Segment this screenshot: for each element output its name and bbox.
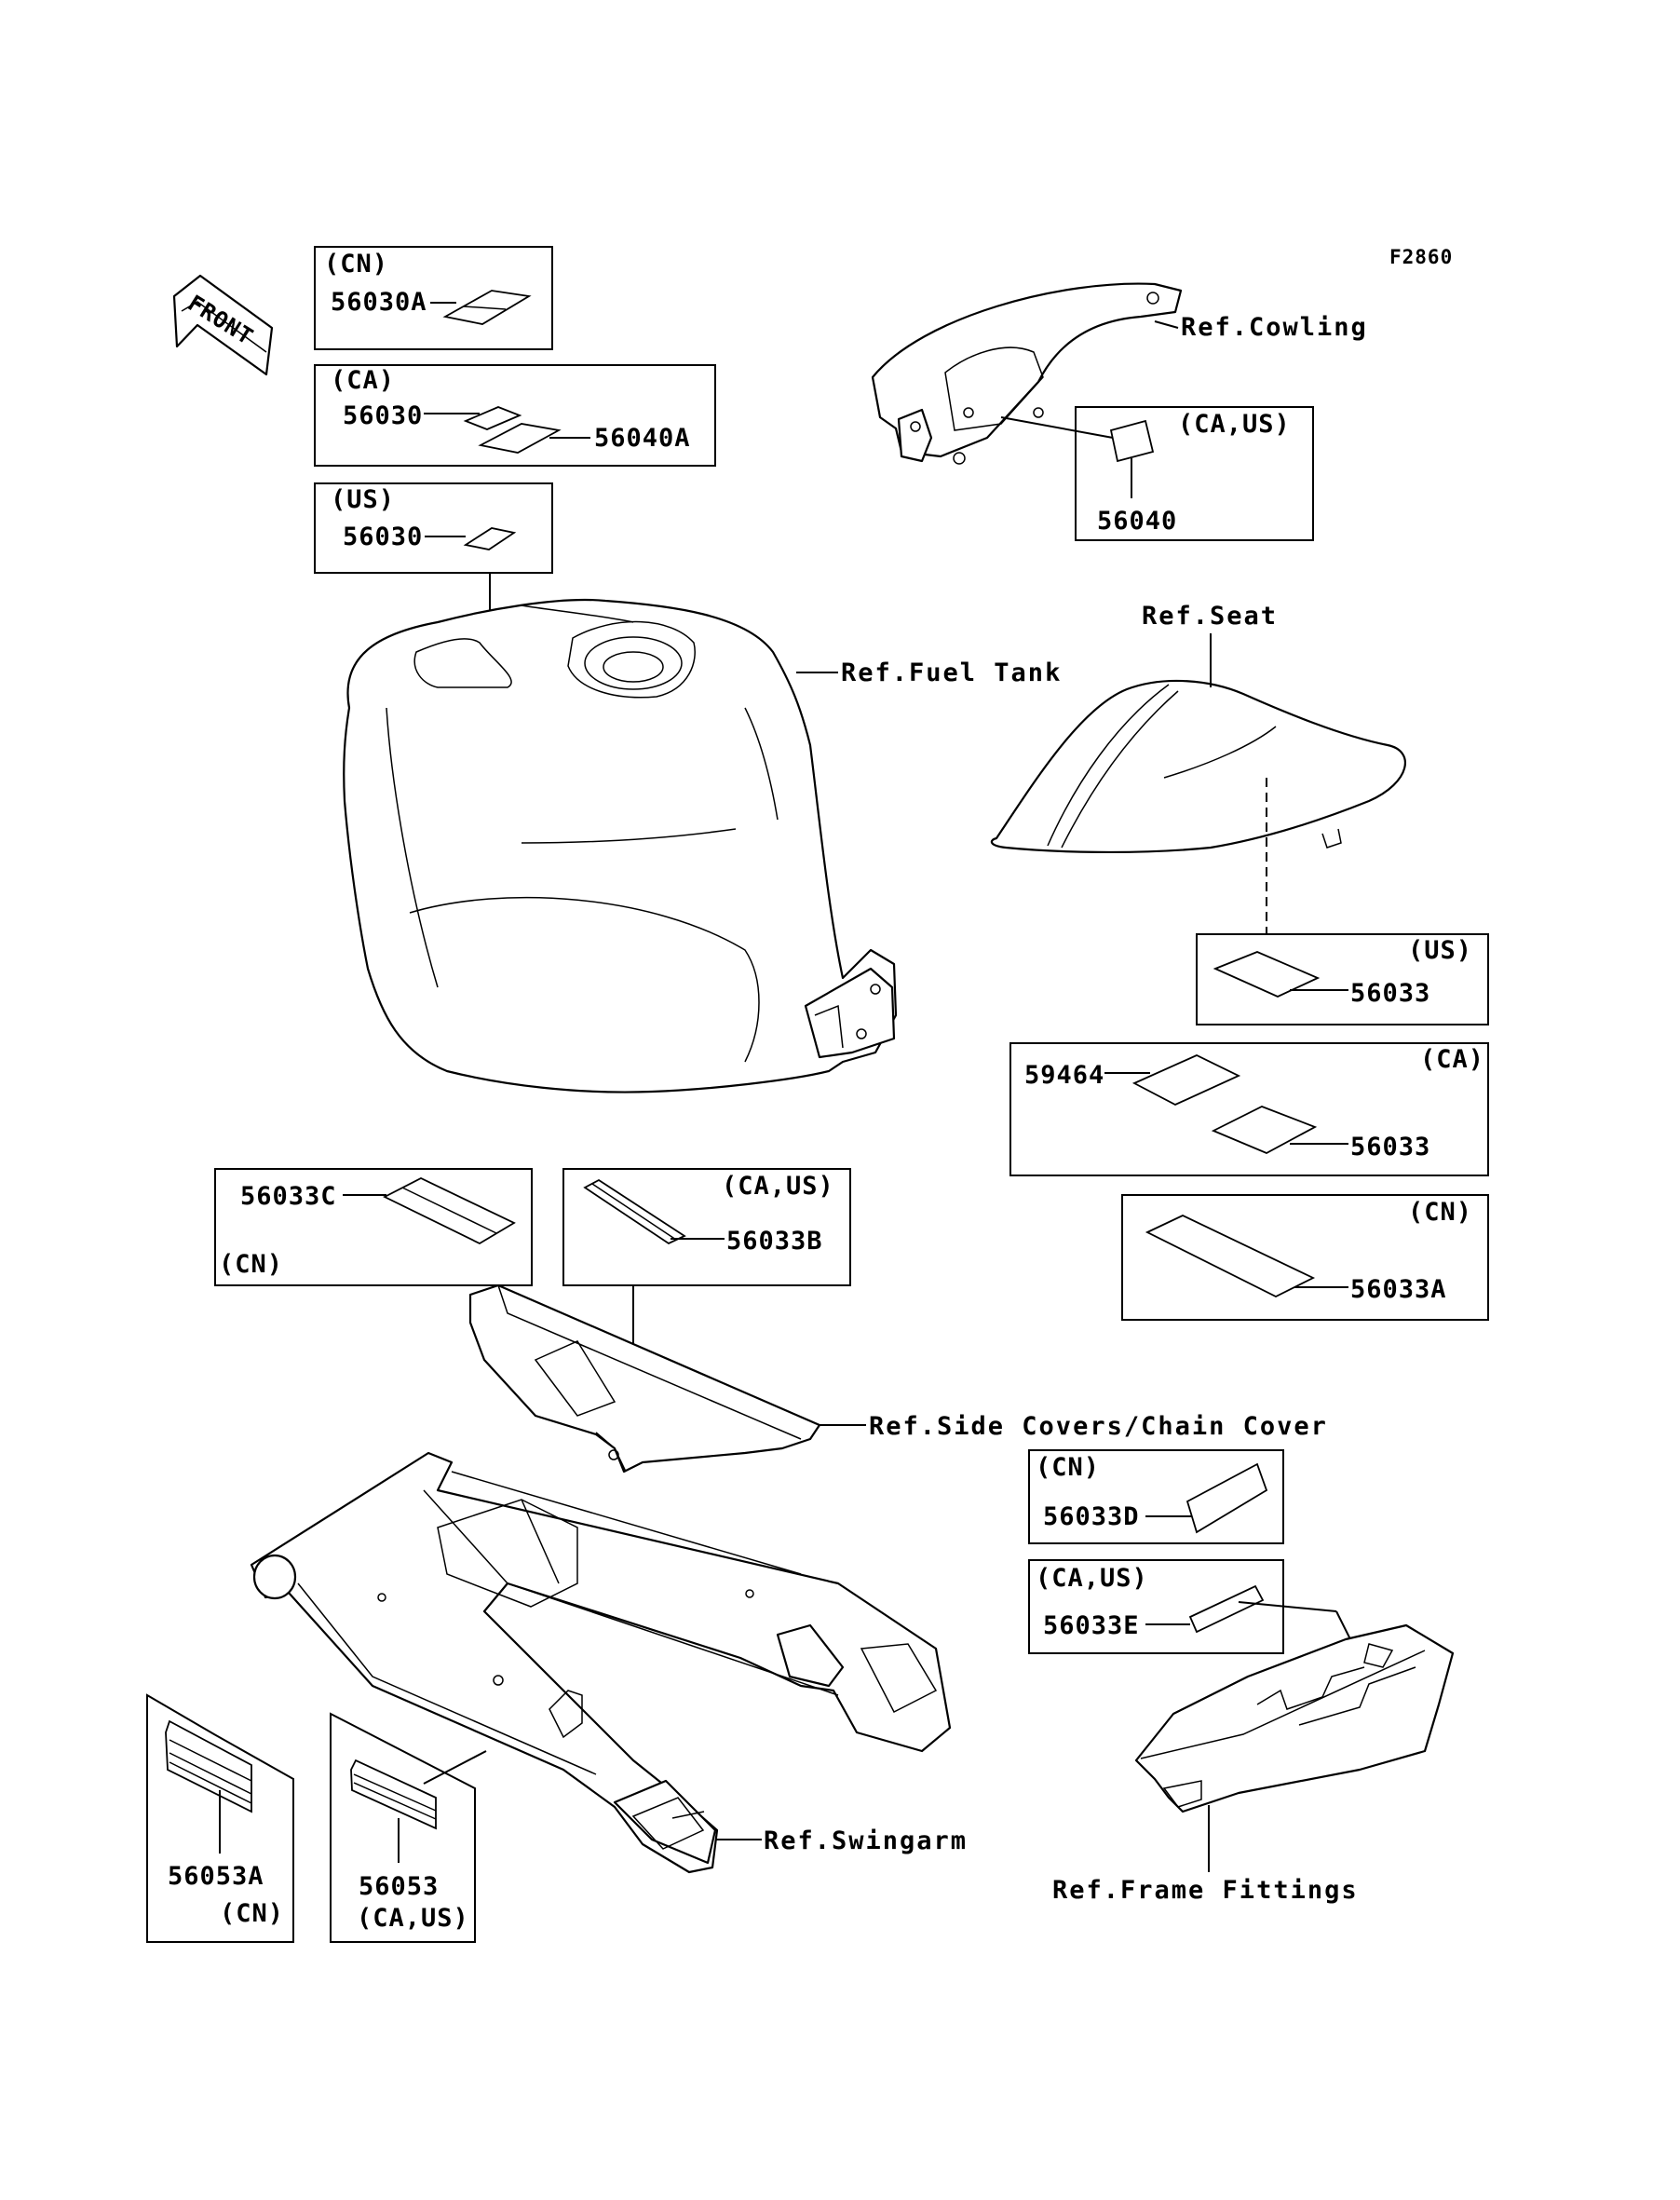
chain-cover-part: Ref.Side Covers/Chain Cover <box>468 1283 1328 1473</box>
ref-side-covers: Ref.Side Covers/Chain Cover <box>869 1412 1328 1441</box>
decal-icon <box>1213 951 1321 998</box>
decal-icon <box>1188 1584 1265 1634</box>
decal-icon <box>1109 419 1155 463</box>
box-caus-56053: 56053 (CA,US) <box>330 1712 487 1943</box>
ref-cowling: Ref.Cowling <box>1181 313 1368 342</box>
region-label: (CA,US) <box>1178 410 1291 439</box>
part-number: 56030 <box>343 401 423 430</box>
cowling-part: Ref.Cowling <box>871 282 1368 465</box>
region-label: (CA,US) <box>1036 1564 1148 1593</box>
ref-fuel-tank: Ref.Fuel Tank <box>841 659 1062 687</box>
box-caus-56033b: (CA,US) 56033B <box>562 1168 851 1358</box>
ref-swingarm: Ref.Swingarm <box>764 1827 968 1855</box>
decal-icon <box>1131 1054 1241 1107</box>
region-label: (CA) <box>1420 1045 1484 1074</box>
figure-id: F2860 <box>1389 246 1453 268</box>
part-number: 56033D <box>1043 1502 1140 1531</box>
box-cn-56030a: (CN) 56030A <box>314 246 553 350</box>
part-number: 56053 <box>359 1872 439 1901</box>
box-us-56030: (US) 56030 <box>314 482 553 643</box>
region-label: (CA,US) <box>722 1172 834 1201</box>
part-number: 56033 <box>1350 979 1430 1008</box>
part-number: 56040 <box>1097 507 1177 536</box>
box-us-56033: (US) 56033 <box>1196 933 1489 1025</box>
region-label: (CN) <box>220 1899 284 1928</box>
part-number: 56030 <box>343 523 423 551</box>
fuel-tank-part: Ref.Fuel Tank <box>343 598 1062 1093</box>
part-number: 56053A <box>168 1862 264 1891</box>
reflector-icon <box>165 1719 252 1813</box>
region-label: (CN) <box>1036 1453 1100 1482</box>
box-ca-56030: (CA) 56030 56040A <box>314 364 716 467</box>
region-label: (CN) <box>219 1250 283 1279</box>
front-arrow-icon: FRONT <box>172 274 274 376</box>
reflector-icon <box>350 1759 437 1830</box>
region-label: (CA,US) <box>357 1904 469 1933</box>
region-label: (CA) <box>331 366 395 395</box>
part-number: 56030A <box>331 288 427 317</box>
box-cn-56033a: (CN) 56033A <box>1121 1194 1489 1321</box>
decal-icon <box>478 423 562 454</box>
frame-fittings-part: Ref.Frame Fittings <box>1052 1623 1455 1905</box>
part-number: 56040A <box>594 424 691 453</box>
region-label: (US) <box>331 485 395 514</box>
seat-part: Ref.Seat <box>990 602 1406 955</box>
decal-icon <box>1211 1106 1318 1154</box>
decal-icon <box>1185 1462 1268 1534</box>
decal-icon <box>1145 1215 1316 1298</box>
ref-frame-fittings: Ref.Frame Fittings <box>1052 1876 1359 1905</box>
box-cn-56033d: (CN) 56033D <box>1028 1449 1284 1544</box>
part-number: 56033 <box>1350 1133 1430 1161</box>
decal-icon <box>463 406 522 430</box>
part-number: 56033C <box>240 1182 337 1211</box>
box-caus-56040: (CA,US) 56040 <box>1000 406 1314 541</box>
swingarm-part: Ref.Swingarm <box>250 1451 968 1874</box>
box-cn-56053a: 56053A (CN) <box>146 1693 294 1943</box>
part-number: 56033A <box>1350 1275 1447 1304</box>
box-cn-56033c: 56033C (CN) <box>214 1168 533 1286</box>
part-number: 56033B <box>726 1227 823 1256</box>
region-label: (CN) <box>324 250 388 278</box>
box-caus-56033e: (CA,US) 56033E <box>1028 1559 1370 1677</box>
region-label: (CN) <box>1408 1198 1472 1227</box>
box-ca-59464: (CA) 59464 56033 <box>1009 1042 1489 1176</box>
part-number: 59464 <box>1024 1061 1104 1090</box>
ref-seat: Ref.Seat <box>1142 602 1278 631</box>
part-number: 56033E <box>1043 1611 1140 1640</box>
region-label: (US) <box>1408 936 1472 965</box>
decal-icon <box>463 527 517 550</box>
